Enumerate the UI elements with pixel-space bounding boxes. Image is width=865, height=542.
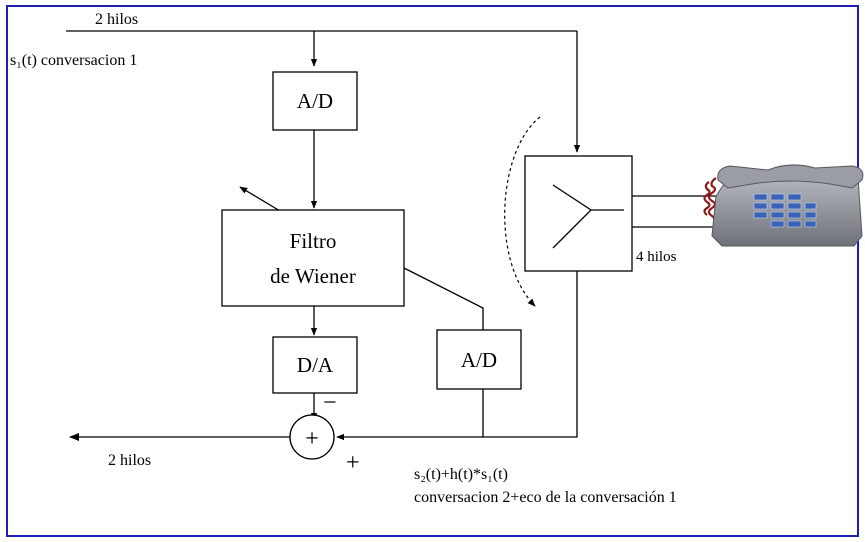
sum-symbol: +	[305, 426, 319, 452]
top-wires-label: 2 hilos	[95, 11, 138, 28]
diagram-frame	[6, 5, 859, 537]
wiener-filter-block: Filtro de Wiener	[221, 209, 405, 307]
da-label: D/A	[297, 353, 334, 377]
echo-path-arrow	[504, 116, 541, 307]
filter-label-line2: de Wiener	[270, 264, 356, 288]
summing-junction: +	[289, 414, 335, 460]
four-wires-label: 4 hilos	[636, 249, 677, 265]
ad-converter-top: A/D	[272, 71, 358, 131]
input-signal-label: s₁(t) conversacion 1	[10, 52, 137, 69]
top-two-wire-line	[66, 30, 581, 153]
ad-bottom-label: A/D	[461, 348, 497, 372]
signal-expression: s₂(t)+h(t)*s₁(t)	[414, 466, 508, 483]
ad-top-label: A/D	[297, 89, 333, 113]
da-converter: D/A	[272, 336, 358, 394]
filter-label-line1: Filtro	[290, 229, 337, 253]
hybrid-transformer-icon	[524, 155, 633, 272]
ad-converter-bottom: A/D	[436, 329, 522, 390]
minus-sign: −	[323, 390, 337, 416]
reference-input-line	[403, 267, 484, 330]
telephone-icon	[703, 164, 864, 247]
bottom-wires-label: 2 hilos	[108, 452, 151, 469]
signal-description: conversacion 2+eco de la conversación 1	[414, 489, 677, 506]
adaptation-arrow	[239, 186, 281, 212]
return-line	[336, 271, 578, 441]
plus-sign: +	[346, 450, 360, 476]
